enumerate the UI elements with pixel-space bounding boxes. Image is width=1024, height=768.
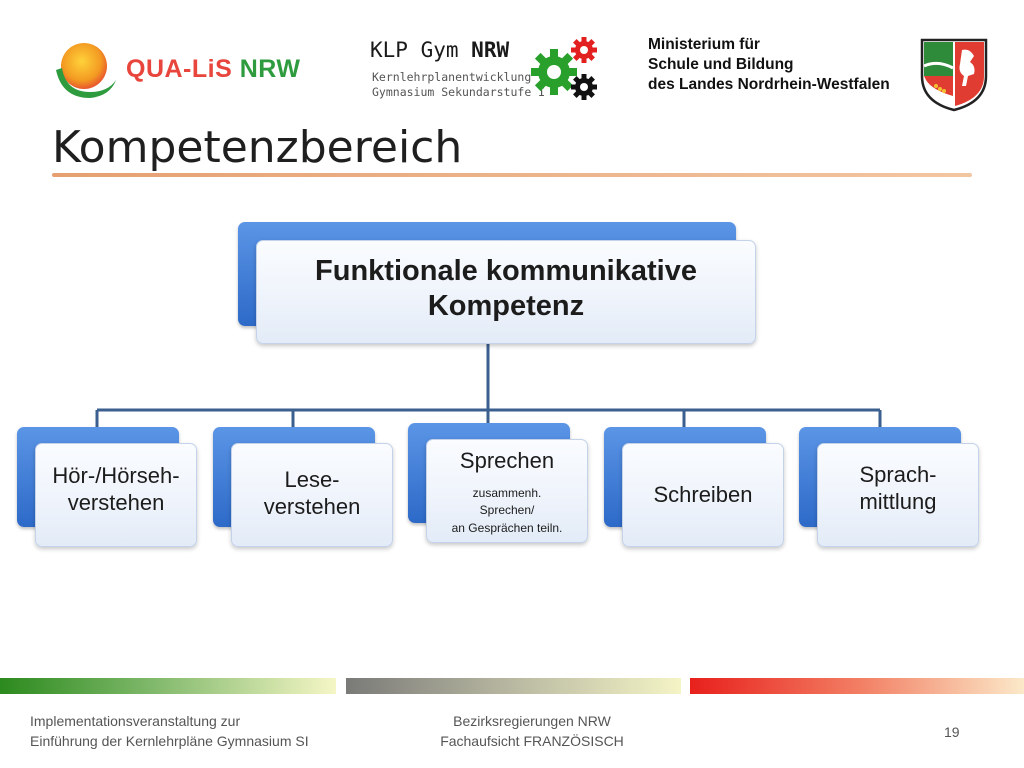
node-box: Hör-/Hörseh- verstehen [35, 443, 197, 547]
node-label-line-1: Hör-/Hörseh- [52, 463, 180, 489]
klp-title-text: KLP Gym [370, 38, 459, 62]
qualis-sun-icon [56, 43, 116, 98]
qualis-nrw-logo: QUA-LiS NRW [52, 36, 302, 104]
root-node-line-1: Funktionale kommunikative [315, 254, 697, 287]
node-sublabel-line-1: zusammenh. [472, 485, 542, 500]
ministry-line-1: Ministerium für [648, 36, 760, 53]
klp-subtitle-1: Kernlehrplanentwicklung [372, 70, 532, 84]
root-node-line-2: Kompetenz [427, 290, 585, 322]
footer-bar-green [0, 678, 336, 694]
node-box: Sprach- mittlung [817, 443, 979, 547]
node-box: Lese- verstehen [231, 443, 393, 547]
footer-bar-gray [346, 678, 681, 694]
node-label-line-2: mittlung [859, 489, 937, 514]
qualis-text-red: QUA-LiS [126, 55, 233, 83]
page-number: 19 [944, 724, 960, 740]
ministry-line-3: des Landes Nordrhein-Westfalen [648, 76, 890, 93]
node-label-line-2: verstehen [263, 494, 361, 519]
klp-subtitle-2: Gymnasium Sekundarstufe I [372, 85, 546, 99]
node-sublabel-line-2: Sprechen/ [479, 503, 535, 518]
node-label-line-1: Lese- [284, 467, 340, 493]
footer-event-info: Implementationsveranstaltung zur Einführ… [30, 712, 309, 751]
gears-icon [531, 37, 597, 100]
footer-center-line-1: Bezirksregierungen NRW [453, 713, 611, 729]
ministry-logo-text: Ministerium für Schule und Bildung des L… [648, 36, 908, 100]
ministry-line-2: Schule und Bildung [648, 56, 794, 73]
node-label-line-1: Schreiben [653, 481, 753, 507]
node-sublabel: zusammenh. Sprechen/ an Gesprächen teiln… [452, 485, 563, 537]
qualis-text-green: NRW [239, 55, 301, 83]
footer-left-line-2: Einführung der Kernlehrpläne Gymnasium S… [30, 732, 309, 749]
node-title: Sprechen [459, 448, 555, 473]
node-label-line-2: verstehen [67, 490, 165, 515]
klp-title-nrw: NRW [471, 38, 510, 62]
footer-left-line-1: Implementationsveranstaltung zur [30, 713, 241, 729]
footer-center-line-2: Fachaufsicht FRANZÖSISCH [440, 732, 624, 749]
node-sublabel-line-3: an Gesprächen teiln. [451, 520, 563, 535]
title-underline [52, 173, 972, 177]
node-label-line-1: Sprach- [859, 462, 937, 488]
nrw-crest-icon [918, 36, 990, 112]
node-box: Schreiben [622, 443, 784, 547]
footer-authority-info: Bezirksregierungen NRW Fachaufsicht FRAN… [432, 712, 632, 751]
node-box: Sprechen zusammenh. Sprechen/ an Gespräc… [426, 439, 588, 543]
klp-gym-nrw-logo: KLP Gym NRW Kernlehrplanentwicklung Gymn… [370, 37, 610, 102]
slide-title: Kompetenzbereich [52, 122, 463, 173]
footer-bar-red [690, 678, 1024, 694]
root-node-box: Funktionale kommunikative Kompetenz [256, 240, 756, 344]
